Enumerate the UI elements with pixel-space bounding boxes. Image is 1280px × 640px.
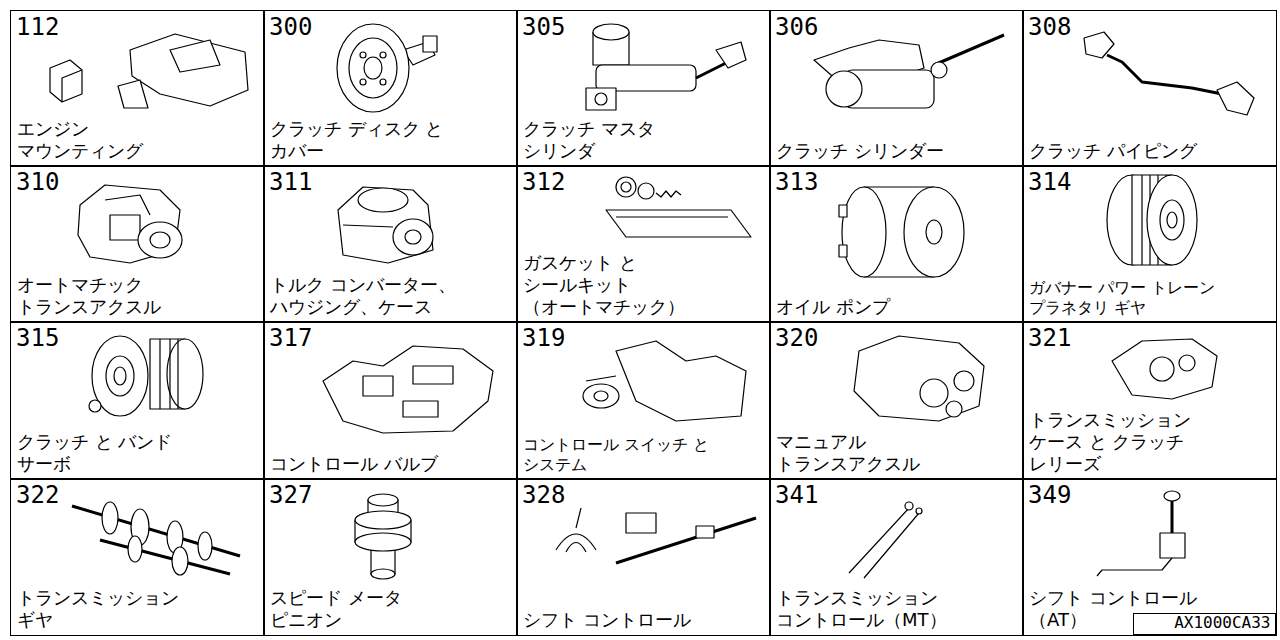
catalog-cell: 112 エンジン マウンティング bbox=[10, 10, 265, 167]
catalog-cell: 313 オイル ポンプ bbox=[769, 165, 1024, 323]
catalog-cell: 317 コントロール バルブ bbox=[263, 321, 518, 480]
catalog-cell: 320 マニュアル トランスアクスル bbox=[769, 321, 1024, 480]
group-number: 315 bbox=[16, 324, 59, 352]
group-number: 319 bbox=[522, 324, 565, 352]
group-name: ガスケット と シールキット （オートマチック） bbox=[523, 252, 723, 318]
catalog-cell: 328 シフト コントロール bbox=[516, 478, 771, 636]
group-number: 327 bbox=[269, 481, 312, 509]
group-name: ガバナー パワー トレーン プラネタリ ギヤ bbox=[1029, 278, 1270, 318]
group-name: オートマチック トランスアクスル bbox=[17, 274, 217, 318]
group-number: 320 bbox=[775, 324, 818, 352]
group-number: 311 bbox=[269, 168, 312, 196]
group-name: トルク コンバーター、 ハウジング、ケース bbox=[270, 274, 470, 318]
group-name: コントロール バルブ bbox=[270, 453, 470, 475]
group-name: エンジン マウンティング bbox=[17, 118, 217, 162]
catalog-cell: 319 コントロール スイッチ と システム bbox=[516, 321, 771, 480]
drawing-code-box: AX1000CA33 bbox=[1133, 613, 1276, 635]
catalog-cell: 312 ガスケット と シールキット （オートマチック） bbox=[516, 165, 771, 323]
catalog-cell: 306 クラッチ シリンダー bbox=[769, 10, 1024, 167]
group-number: 300 bbox=[269, 13, 312, 41]
catalog-cell: 315 クラッチ と バンド サーボ bbox=[10, 321, 265, 480]
catalog-cell: 321 トランスミッション ケース と クラッチ レリーズ bbox=[1022, 321, 1277, 480]
catalog-cell: 322 トランスミッション ギヤ bbox=[10, 478, 265, 636]
group-name: トランスミッション ケース と クラッチ レリーズ bbox=[1029, 409, 1229, 475]
group-name: クラッチ マスタ シリンダ bbox=[523, 118, 723, 162]
catalog-cell: 305 クラッチ マスタ シリンダ bbox=[516, 10, 771, 167]
catalog-cell: 341 トランスミッション コントロール（MT） bbox=[769, 478, 1024, 636]
group-number: 322 bbox=[16, 481, 59, 509]
group-number: 308 bbox=[1028, 13, 1071, 41]
group-number: 349 bbox=[1028, 481, 1071, 509]
group-number: 306 bbox=[775, 13, 818, 41]
group-name: トランスミッション コントロール（MT） bbox=[776, 587, 976, 631]
group-number: 321 bbox=[1028, 324, 1071, 352]
group-name: クラッチ パイピング bbox=[1029, 140, 1229, 162]
catalog-cell: 311 トルク コンバーター、 ハウジング、ケース bbox=[263, 165, 518, 323]
group-number: 310 bbox=[16, 168, 59, 196]
group-name: クラッチ と バンド サーボ bbox=[17, 431, 217, 475]
catalog-cell: 349シフト コントロール （AT）AX1000CA33 bbox=[1022, 478, 1277, 636]
group-number: 313 bbox=[775, 168, 818, 196]
group-name: トランスミッション ギヤ bbox=[17, 587, 207, 631]
group-name: マニュアル トランスアクスル bbox=[776, 431, 976, 475]
group-name: コントロール スイッチ と システム bbox=[523, 435, 764, 475]
catalog-cell: 327 スピード メータ ピニオン bbox=[263, 478, 518, 636]
catalog-cell: 300 クラッチ ディスク と カバー bbox=[263, 10, 518, 167]
group-number: 112 bbox=[16, 13, 59, 41]
group-name: クラッチ シリンダー bbox=[776, 140, 1006, 162]
group-name: シフト コントロール bbox=[523, 609, 723, 631]
drawing-code: AX1000CA33 bbox=[1134, 614, 1275, 632]
catalog-cell: 310 オートマチック トランスアクスル bbox=[10, 165, 265, 323]
group-name: スピード メータ ピニオン bbox=[270, 587, 470, 631]
group-number: 314 bbox=[1028, 168, 1071, 196]
group-number: 305 bbox=[522, 13, 565, 41]
catalog-cell: 308 クラッチ パイピング bbox=[1022, 10, 1277, 167]
group-number: 328 bbox=[522, 481, 565, 509]
group-name: オイル ポンプ bbox=[776, 296, 976, 318]
group-number: 341 bbox=[775, 481, 818, 509]
group-number: 312 bbox=[522, 168, 565, 196]
group-number: 317 bbox=[269, 324, 312, 352]
catalog-cell: 314 ガバナー パワー トレーン プラネタリ ギヤ bbox=[1022, 165, 1277, 323]
group-name: クラッチ ディスク と カバー bbox=[270, 118, 470, 162]
